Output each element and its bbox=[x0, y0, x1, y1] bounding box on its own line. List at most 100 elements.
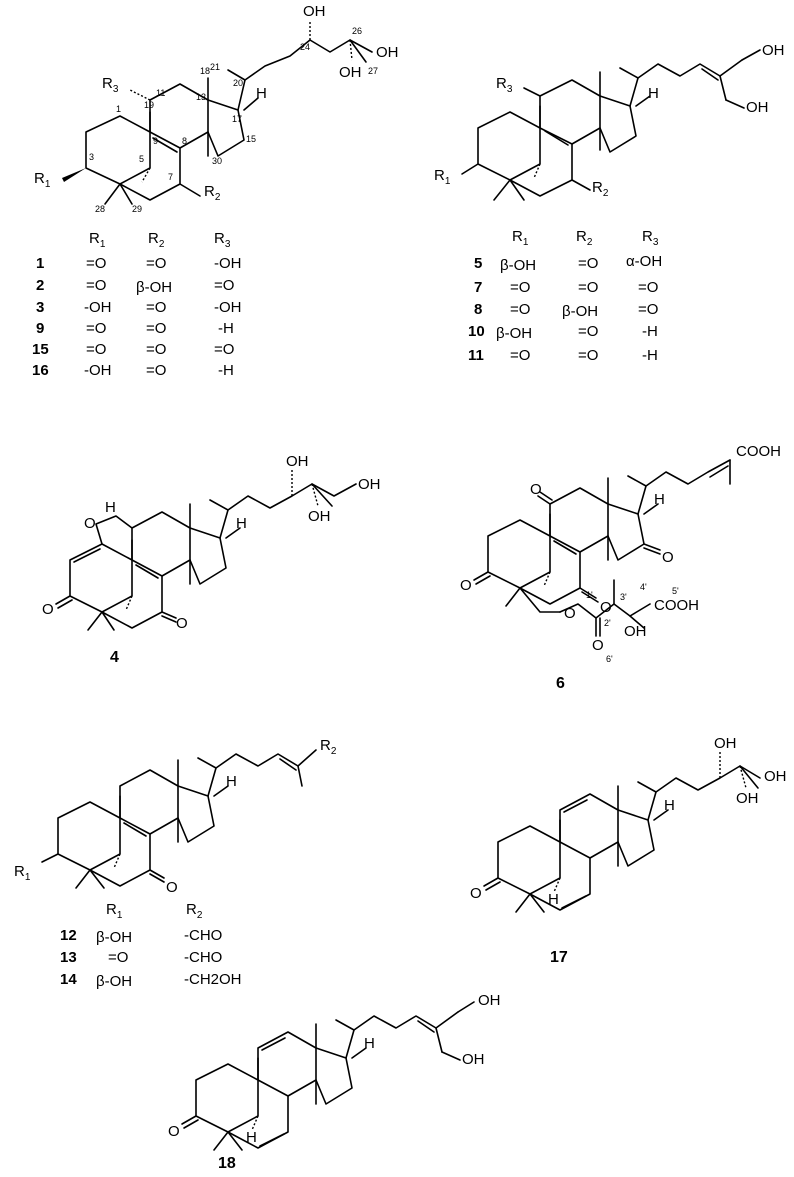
table-c-row-3-id: 14 bbox=[60, 971, 77, 988]
table-b-row-1-id: 5 bbox=[474, 255, 482, 272]
table-b-row-3-r1: =O bbox=[510, 301, 530, 318]
table-a-row-3-r2: =O bbox=[146, 299, 166, 316]
table-a-row-1-r1: =O bbox=[86, 255, 106, 272]
table-a-row-4-r2: =O bbox=[146, 320, 166, 337]
table-b-row-5-r1: =O bbox=[510, 347, 530, 364]
table-c-row-1-r2: -CHO bbox=[184, 927, 222, 944]
o-carbonyl-6: O bbox=[592, 637, 604, 654]
table-c-header-r1: R1 bbox=[106, 901, 123, 921]
table-a-row-1-id: 1 bbox=[36, 255, 44, 272]
o-3-17: O bbox=[470, 885, 482, 902]
table-a-row-2-r3: =O bbox=[214, 277, 234, 294]
structure-6: COOH H O O O O O O OH COOH 1' 2' 3' 4' 5… bbox=[460, 443, 781, 692]
table-c-row-2-r1: =O bbox=[108, 949, 128, 966]
prime-2: 2' bbox=[604, 618, 611, 628]
table-b-row-4-r2: =O bbox=[578, 323, 598, 340]
table-b-row-5-id: 11 bbox=[468, 347, 484, 364]
compound-id-18: 18 bbox=[218, 1155, 236, 1172]
h-5-18: H bbox=[246, 1129, 257, 1146]
o-11-6: O bbox=[530, 481, 542, 498]
c18-number: 18 bbox=[200, 66, 210, 76]
prime-4: 4' bbox=[640, 582, 647, 592]
o-15-6: O bbox=[662, 549, 674, 566]
o-ester-6: O bbox=[564, 605, 576, 622]
c27-number: 27 bbox=[368, 66, 378, 76]
table-a-row-6-r2: =O bbox=[146, 362, 166, 379]
oh-24-4: OH bbox=[286, 453, 309, 470]
compound-id-17: 17 bbox=[550, 949, 568, 966]
cooh-side-6: COOH bbox=[736, 443, 781, 460]
table-b-row-3-id: 8 bbox=[474, 301, 482, 318]
table-b-row-3-r3: =O bbox=[638, 301, 658, 318]
table-a-row-1-r3: -OH bbox=[214, 255, 242, 272]
table-a-row-2-r2: β-OH bbox=[136, 279, 172, 296]
c21-number: 21 bbox=[210, 62, 220, 72]
c11-number: 11 bbox=[156, 88, 165, 98]
o-7-12: O bbox=[166, 879, 178, 896]
c9-number: 9 bbox=[153, 136, 158, 146]
c13-number: 13 bbox=[196, 92, 206, 102]
oh-27-b: OH bbox=[746, 99, 769, 116]
table-a-row-4-r3: -H bbox=[218, 320, 234, 337]
oh-25-4: OH bbox=[308, 508, 331, 525]
oh-3prime-6: OH bbox=[624, 623, 647, 640]
table-a-row-5-r2: =O bbox=[146, 341, 166, 358]
r1-label-c: R1 bbox=[14, 863, 31, 883]
c19-number: 19 bbox=[144, 100, 154, 110]
table-b-row-3-r2: β-OH bbox=[562, 303, 598, 320]
r1-label: R1 bbox=[34, 170, 51, 190]
o-7-4: O bbox=[176, 615, 188, 632]
table-c-row-1-r1: β-OH bbox=[96, 929, 132, 946]
table-b-row-2-r1: =O bbox=[510, 279, 530, 296]
table-b-row-2-id: 7 bbox=[474, 279, 482, 296]
h-17: H bbox=[256, 85, 267, 102]
oh-26-18: OH bbox=[478, 992, 501, 1009]
c5-number: 5 bbox=[139, 154, 144, 164]
o-7-6: O bbox=[600, 599, 612, 616]
table-a-row-2-id: 2 bbox=[36, 277, 44, 294]
oh-26-17: OH bbox=[764, 768, 787, 785]
c15-number: 15 bbox=[246, 134, 256, 144]
r3-label-b: R3 bbox=[496, 75, 513, 95]
table-c-row-3-r1: β-OH bbox=[96, 973, 132, 990]
table-a-row-6-id: 16 bbox=[32, 362, 49, 379]
table-b-row-4-id: 10 bbox=[468, 323, 485, 340]
oh-24-17: OH bbox=[714, 735, 737, 752]
table-b-row-5-r3: -H bbox=[642, 347, 658, 364]
table-a-row-4-r1: =O bbox=[86, 320, 106, 337]
table-a-row-5-id: 15 bbox=[32, 341, 49, 358]
compound-id-4: 4 bbox=[110, 649, 119, 666]
h-17-6: H bbox=[654, 491, 665, 508]
h-17-17: H bbox=[664, 797, 675, 814]
prime-1: 1' bbox=[586, 590, 593, 600]
prime-3: 3' bbox=[620, 592, 627, 602]
r1-label-b: R1 bbox=[434, 167, 451, 187]
h-12-4: H bbox=[105, 499, 116, 516]
table-a: R1 R2 R3 1 =O =O -OH 2 =O β-OH =O 3 -OH … bbox=[32, 230, 242, 379]
table-c-row-3-r2: -CH2OH bbox=[184, 971, 242, 988]
table-a-row-5-r1: =O bbox=[86, 341, 106, 358]
table-c-header-r2: R2 bbox=[186, 901, 203, 921]
table-a-header-r3: R3 bbox=[214, 230, 231, 250]
c7-number: 7 bbox=[168, 172, 173, 182]
table-a-row-5-r3: =O bbox=[214, 341, 234, 358]
table-a-row-1-r2: =O bbox=[146, 255, 166, 272]
c17-number: 17 bbox=[232, 114, 242, 124]
h-17-18: H bbox=[364, 1035, 375, 1052]
table-b-header-r1: R1 bbox=[512, 228, 529, 248]
compound-id-6: 6 bbox=[556, 675, 565, 692]
table-c: R1 R2 12 β-OH -CHO 13 =O -CHO 14 β-OH -C… bbox=[60, 901, 242, 990]
table-b-row-5-r2: =O bbox=[578, 347, 598, 364]
oh-27-18: OH bbox=[462, 1051, 485, 1068]
table-b-row-1-r2: =O bbox=[578, 255, 598, 272]
table-b-row-1-r3: α-OH bbox=[626, 253, 662, 270]
oh-26-b: OH bbox=[762, 42, 785, 59]
table-b-row-2-r3: =O bbox=[638, 279, 658, 296]
c24-number: 24 bbox=[300, 42, 310, 52]
c20-number: 20 bbox=[233, 78, 243, 88]
r2-label-b: R2 bbox=[592, 179, 609, 199]
oh-26: OH bbox=[376, 44, 399, 61]
c1-number: 1 bbox=[116, 104, 121, 114]
